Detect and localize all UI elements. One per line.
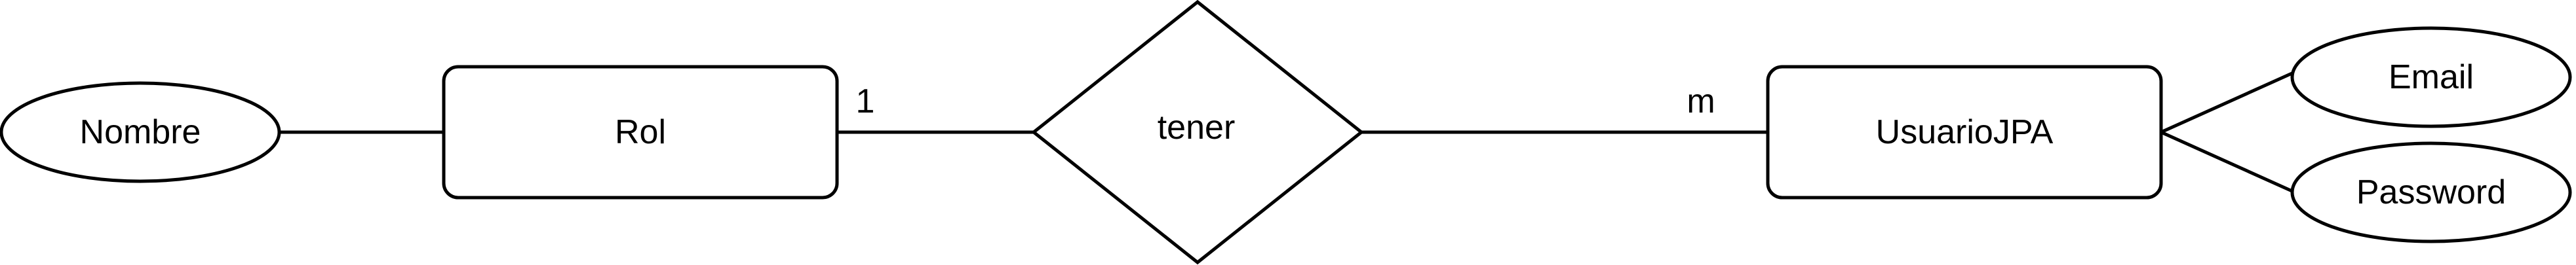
- entity-rol-label: Rol: [615, 113, 666, 151]
- attribute-nombre-shape: [0, 81, 281, 183]
- relationship-tener-label: tener: [1158, 109, 1236, 147]
- entity-rol: Rol: [442, 65, 839, 200]
- entity-usuario: UsuarioJPA: [1766, 65, 2163, 200]
- attribute-email: Email: [2290, 26, 2572, 128]
- relationship-tener: tener: [1030, 0, 1365, 265]
- entity-rol-shape: [442, 65, 839, 200]
- attribute-nombre: Nombre: [0, 81, 281, 183]
- attribute-password: Password: [2290, 141, 2572, 243]
- attribute-password-shape: [2290, 141, 2572, 243]
- attribute-nombre-label: Nombre: [80, 113, 201, 151]
- connectors: [281, 71, 2295, 194]
- cardinality-usuario: m: [1687, 82, 1715, 120]
- entity-usuario-shape: [1766, 65, 2163, 200]
- attribute-email-label: Email: [2389, 58, 2474, 96]
- cardinality-rol: 1: [856, 82, 875, 120]
- attribute-email-shape: [2290, 26, 2572, 128]
- connector-usuario-email: [2160, 71, 2295, 134]
- relationship-tener-shape: [1030, 0, 1365, 265]
- entity-usuario-label: UsuarioJPA: [1876, 113, 2054, 151]
- connector-usuario-password: [2160, 130, 2295, 194]
- attribute-password-label: Password: [2356, 173, 2506, 211]
